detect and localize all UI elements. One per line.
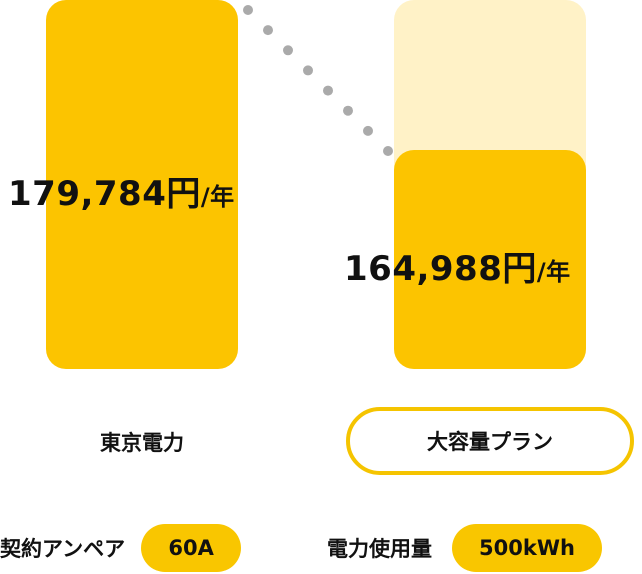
connector-dot [343,105,353,116]
usage-group: 電力使用量 500kWh [327,524,602,572]
bar-large-capacity-plan [394,150,586,369]
category-label-large-capacity-plan: 大容量プラン [346,407,634,475]
bar-tokyo-electric [46,0,238,369]
category-label-tokyo-electric: 東京電力 [100,431,184,455]
connector-dot [263,25,273,36]
connector-dot [283,45,293,56]
bar-chart [46,0,586,369]
contract-ampere-group: 契約アンペア 60A [0,524,242,572]
usage-label: 電力使用量 [327,537,432,561]
value-label-large-capacity-plan: 164,988円/年 [344,241,571,290]
contract-ampere-label: 契約アンペア [0,537,126,561]
value-unit: /年 [536,258,571,286]
value-unit: /年 [200,183,235,211]
connector-dot [243,5,253,15]
value-number: 179,784円 [8,174,201,214]
value-number: 164,988円 [344,249,537,289]
value-label-tokyo-electric: 179,784円/年 [8,166,235,215]
connector-dot [383,146,393,156]
connector-dot [303,65,313,76]
connector-dot [323,85,333,96]
connector-dot [363,125,373,136]
usage-badge: 500kWh [452,524,602,572]
contract-ampere-badge: 60A [141,524,242,572]
